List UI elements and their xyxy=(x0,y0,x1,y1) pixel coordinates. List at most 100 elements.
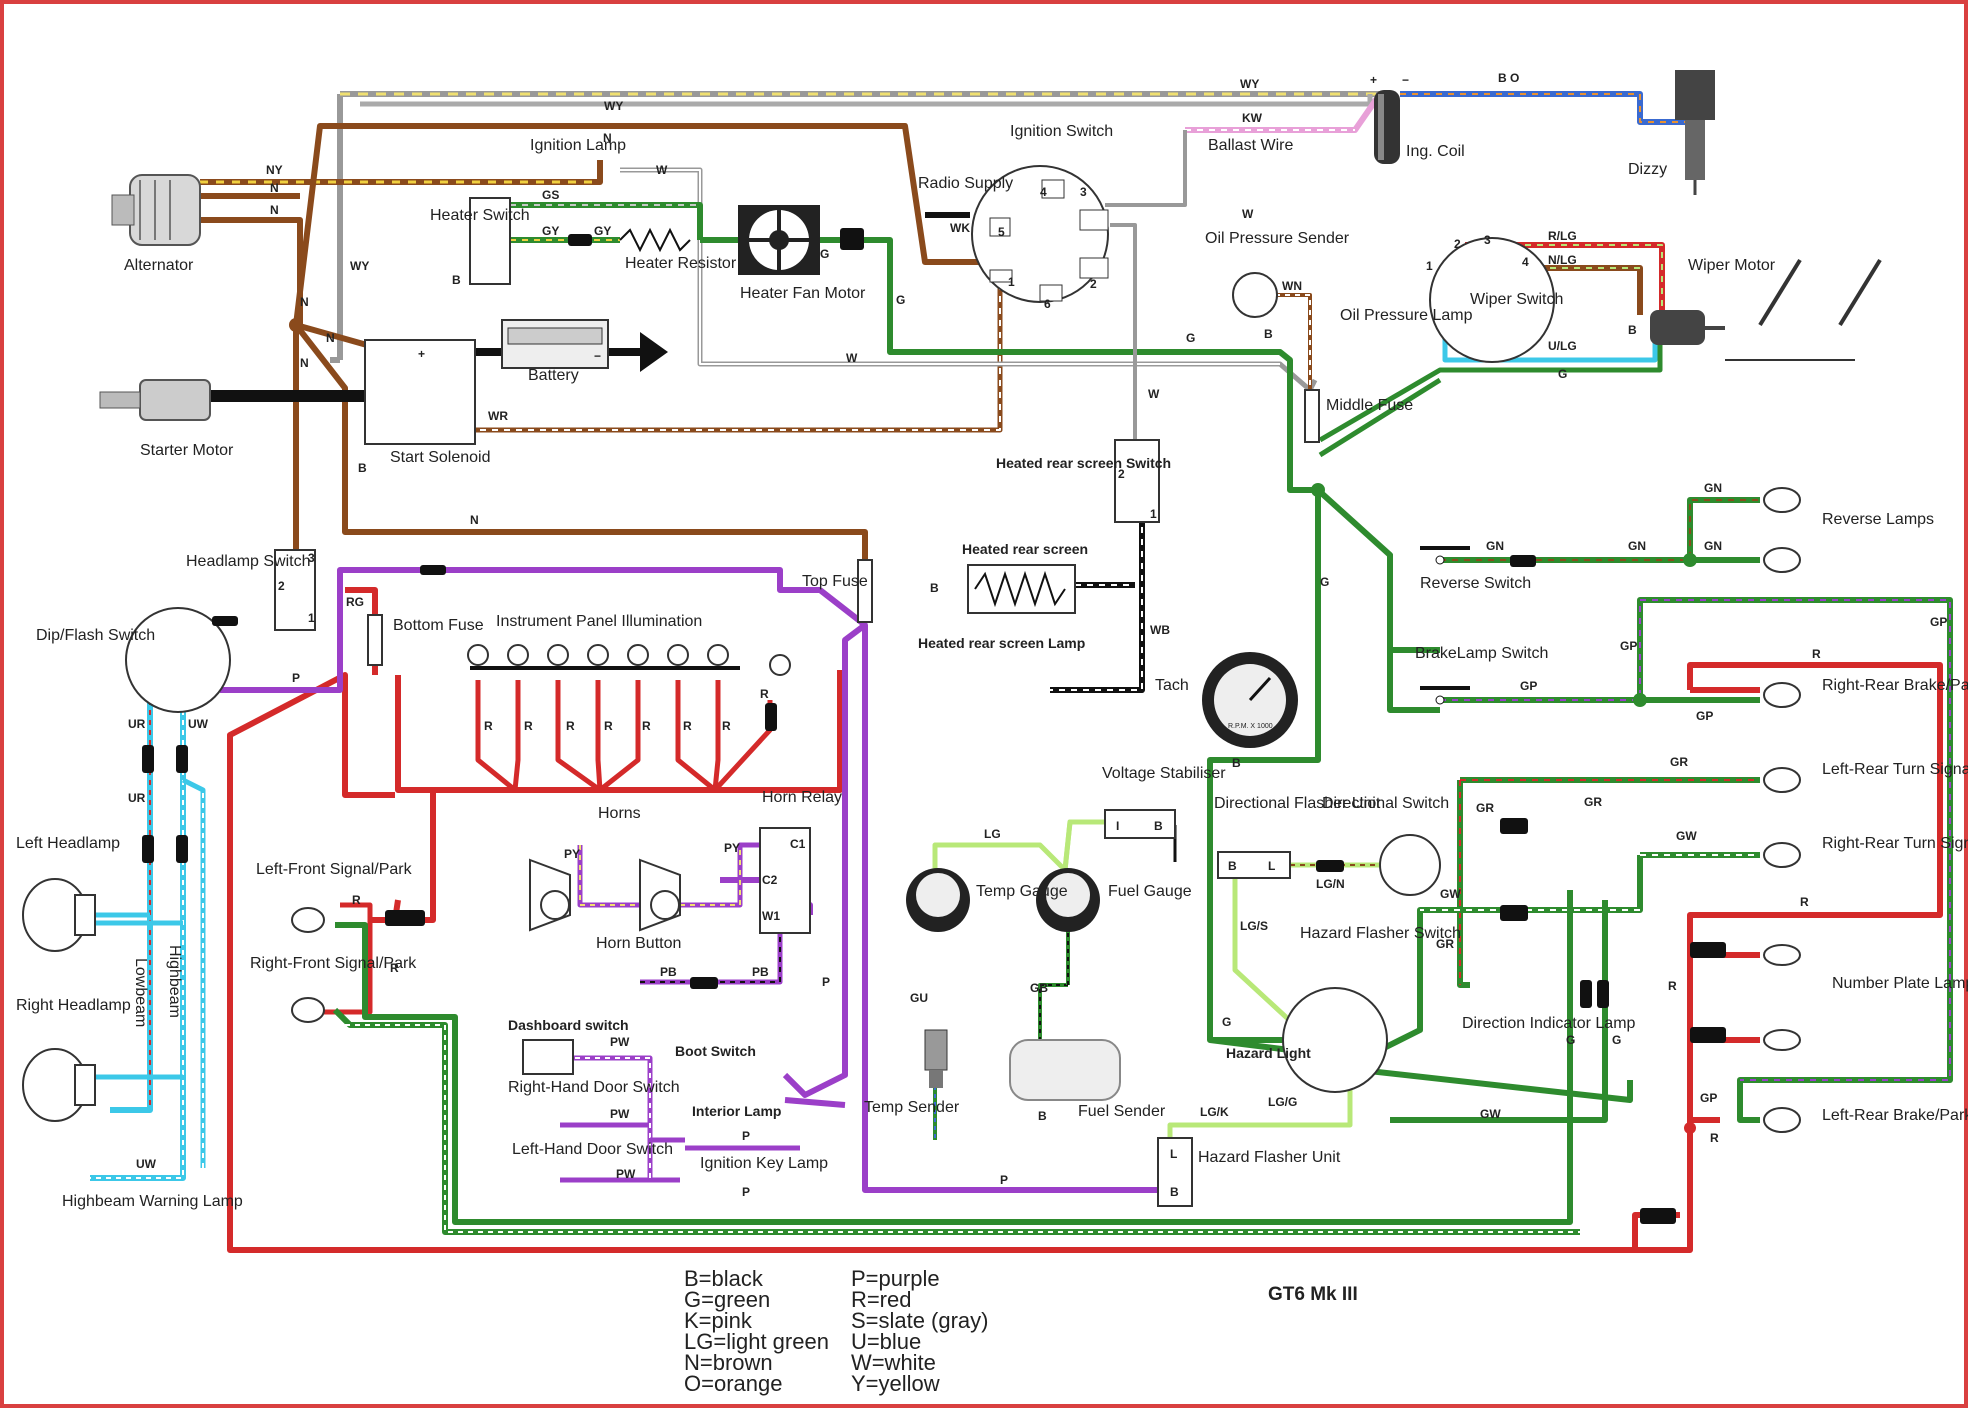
component-labels: Alternator Ignition Lamp Heater Switch H… xyxy=(16,123,1968,1210)
wc-gr-1: GR xyxy=(1476,801,1494,815)
label-highbeam: Highbeam xyxy=(166,945,183,1018)
label-panel-illum: Instrument Panel Illumination xyxy=(496,613,702,630)
lf-signal-bulb xyxy=(291,907,325,933)
wc-gn-4: GN xyxy=(1704,539,1722,553)
label-alternator: Alternator xyxy=(124,257,194,274)
wc-g-5: G xyxy=(1558,367,1567,381)
term-c2: C2 xyxy=(762,873,778,887)
label-ignition-key-lamp: Ignition Key Lamp xyxy=(700,1155,828,1172)
legend-item: Y=yellow xyxy=(850,1371,940,1396)
color-legend: B=black G=green K=pink LG=light green N=… xyxy=(684,1266,1244,1396)
label-headlamp-switch: Headlamp Switch xyxy=(186,553,311,570)
label-rf-signal: Right-Front Signal/Park xyxy=(250,955,417,972)
wc-nlg: N/LG xyxy=(1548,253,1577,267)
term-hf-l: L xyxy=(1170,1147,1177,1161)
label-oil-pressure-lamp: Oil Pressure Lamp xyxy=(1340,307,1473,324)
wc-b-6: B xyxy=(930,581,939,595)
label-reverse-switch: Reverse Switch xyxy=(1420,575,1531,592)
legend-item: B=black xyxy=(684,1266,763,1291)
label-ignition-switch: Ignition Switch xyxy=(1010,123,1113,140)
label-dizzy: Dizzy xyxy=(1628,161,1667,178)
label-lowbeam: Lowbeam xyxy=(132,958,149,1027)
wire-p2 xyxy=(782,622,867,1108)
term-ign-1: 1 xyxy=(1008,275,1015,289)
wc-n-2: N xyxy=(270,203,279,217)
wc-gr-4: GR xyxy=(1436,937,1454,951)
wire-kw xyxy=(1185,92,1383,133)
wc-gw-2: GW xyxy=(1676,829,1697,843)
voltage-stabiliser-box xyxy=(1104,809,1176,839)
wc-gp-4: GP xyxy=(1696,709,1713,723)
term-wiper-1: 1 xyxy=(1426,259,1433,273)
label-rr-brake-park: Right-Rear Brake/Park xyxy=(1822,677,1968,694)
wc-gn-3: GN xyxy=(1704,481,1722,495)
label-lr-brake-park: Left-Rear Brake/Park xyxy=(1822,1107,1968,1124)
wire-r-bulbs xyxy=(475,680,773,793)
legend-item: K=pink xyxy=(684,1308,752,1333)
legend-item: U=blue xyxy=(850,1329,922,1354)
label-hrs-switch: Heated rear screen Switch xyxy=(996,455,1171,471)
wc-gp-5: GP xyxy=(1700,1091,1717,1105)
heated-rear-screen-symbol xyxy=(967,564,1076,614)
panel-bulbs xyxy=(467,644,791,676)
label-tach-face: R.P.M. X 1000 xyxy=(1228,723,1273,730)
fuel-sender-symbol xyxy=(1009,1039,1121,1101)
term-hrs-1: 1 xyxy=(1150,507,1157,521)
wc-gp-2: GP xyxy=(1620,639,1637,653)
label-ing-coil: Ing. Coil xyxy=(1406,143,1465,160)
wc-pb-1: PB xyxy=(660,965,677,979)
wc-r-1: R xyxy=(1812,647,1821,661)
label-lr-turn: Left-Rear Turn Signal xyxy=(1822,761,1968,778)
wc-b-5: B xyxy=(1038,1109,1047,1123)
wc-ur-2: UR xyxy=(128,791,146,805)
wc-g-6: G xyxy=(1222,1015,1231,1029)
wc-r-13: R xyxy=(722,719,731,733)
wire-g-main xyxy=(700,237,1321,1053)
wc-rg: RG xyxy=(346,595,364,609)
label-hazard-light: Hazard Light xyxy=(1226,1045,1311,1061)
wc-gp-3: GP xyxy=(1930,615,1947,629)
wire-lgs xyxy=(1232,870,1302,1032)
wc-g-7: G xyxy=(1566,1033,1575,1047)
middle-fuse-symbol xyxy=(1304,389,1320,443)
horn-relay-box xyxy=(759,827,811,934)
wc-kw: KW xyxy=(1242,111,1263,125)
wc-wr: WR xyxy=(488,409,508,423)
term-ign-6: 6 xyxy=(1044,297,1051,311)
term-wiper-2: 2 xyxy=(1454,237,1461,251)
label-fuel-sender: Fuel Sender xyxy=(1078,1103,1166,1120)
wire-p-int xyxy=(650,1137,800,1151)
wc-gn-2: GN xyxy=(1628,539,1646,553)
distributor-symbol xyxy=(1675,70,1715,195)
wc-py-2: PY xyxy=(724,841,740,855)
legend-item: R=red xyxy=(850,1287,912,1312)
hrs-switch-box xyxy=(1114,439,1160,523)
wc-ny: NY xyxy=(266,163,283,177)
tachometer-symbol xyxy=(1202,652,1298,748)
wc-n-4: N xyxy=(326,331,335,345)
wc-wy-3: WY xyxy=(350,259,369,273)
wc-b-4: B xyxy=(1232,756,1241,770)
wc-w-1: W xyxy=(656,163,668,177)
temp-gauge-symbol xyxy=(906,868,970,932)
label-rh-door: Right-Hand Door Switch xyxy=(508,1079,680,1096)
term-hl-2: 2 xyxy=(278,579,285,593)
term-ign-5: 5 xyxy=(998,225,1005,239)
wc-g-3: G xyxy=(1186,331,1195,345)
junction-brown xyxy=(289,318,303,332)
term-plus-coil: + xyxy=(1370,73,1377,87)
label-number-plate: Number Plate Lamps xyxy=(1832,975,1968,992)
wire-w-coil xyxy=(1105,130,1187,207)
label-heater-switch: Heater Switch xyxy=(430,207,530,224)
wc-gn-1: GN xyxy=(1486,539,1504,553)
label-starter-motor: Starter Motor xyxy=(140,442,234,459)
wc-p-1: P xyxy=(292,671,300,685)
label-right-headlamp: Right Headlamp xyxy=(16,997,131,1014)
wiper-switch-symbol xyxy=(1429,237,1555,363)
wc-pw-2: PW xyxy=(610,1107,630,1121)
hazard-flasher-box xyxy=(1157,1137,1193,1207)
label-tach: Tach xyxy=(1155,677,1189,694)
wc-g-4: G xyxy=(1320,575,1329,589)
wc-r-8: R xyxy=(524,719,533,733)
